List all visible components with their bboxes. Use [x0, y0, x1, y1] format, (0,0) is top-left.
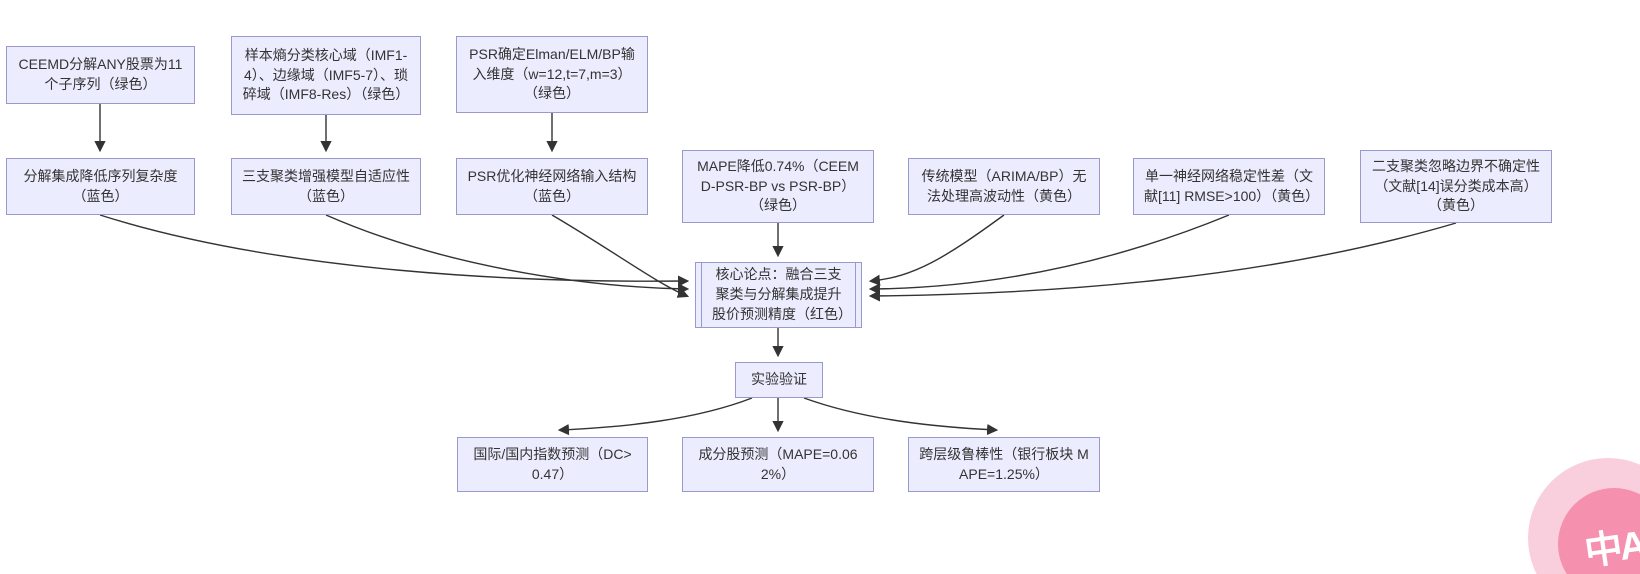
node-ceemd-decomposition: CEEMD分解ANY股票为11个子序列（绿色）	[6, 46, 195, 104]
node-experiment-validation: 实验验证	[735, 362, 823, 398]
node-single-nn-stability: 单一神经网络稳定性差（文献[11] RMSE>100）（黄色）	[1133, 158, 1325, 215]
edge-experiment-to-robustness	[803, 397, 999, 436]
node-cross-level-robustness: 跨层级鲁棒性（银行板块 MAPE=1.25%）	[908, 437, 1100, 492]
node-constituent-prediction: 成分股预测（MAPE=0.062%）	[682, 437, 874, 492]
assistant-badge[interactable]: 中A	[1528, 458, 1640, 574]
node-traditional-models: 传统模型（ARIMA/BP）无法处理高波动性（黄色）	[908, 158, 1100, 215]
node-psr-optimization: PSR优化神经网络输入结构（蓝色）	[456, 158, 648, 215]
node-three-way-clustering: 三支聚类增强模型自适应性（蓝色）	[231, 158, 421, 215]
node-two-way-clustering: 二支聚类忽略边界不确定性（文献[14]误分类成本高）（黄色）	[1360, 150, 1552, 223]
edge-psropt-to-core	[551, 214, 690, 298]
edge-traditional-to-core	[868, 214, 1005, 286]
node-sample-entropy: 样本熵分类核心域（IMF1-4）、边缘域（IMF5-7）、琐碎域（IMF8-Re…	[231, 36, 421, 115]
node-psr-input-dimension: PSR确定Elman/ELM/BP输入维度（w=12,t=7,m=3）（绿色）	[456, 36, 648, 113]
node-index-prediction: 国际/国内指数预测（DC>0.47）	[457, 437, 648, 492]
node-decomposition-benefit: 分解集成降低序列复杂度（蓝色）	[6, 158, 195, 215]
edge-twoway-to-core	[868, 222, 1457, 302]
node-mape-improvement: MAPE降低0.74%（CEEMD-PSR-BP vs PSR-BP）（绿色）	[682, 150, 874, 223]
edge-experiment-to-index	[557, 397, 753, 436]
edge-decomp-to-core	[99, 214, 690, 287]
edge-singlenn-to-core	[868, 214, 1230, 295]
badge-logo-text: 中A	[1582, 523, 1640, 574]
edge-threeway-to-core	[325, 214, 690, 295]
node-core-thesis: 核心论点：融合三支聚类与分解集成提升股价预测精度（红色）	[695, 262, 862, 328]
